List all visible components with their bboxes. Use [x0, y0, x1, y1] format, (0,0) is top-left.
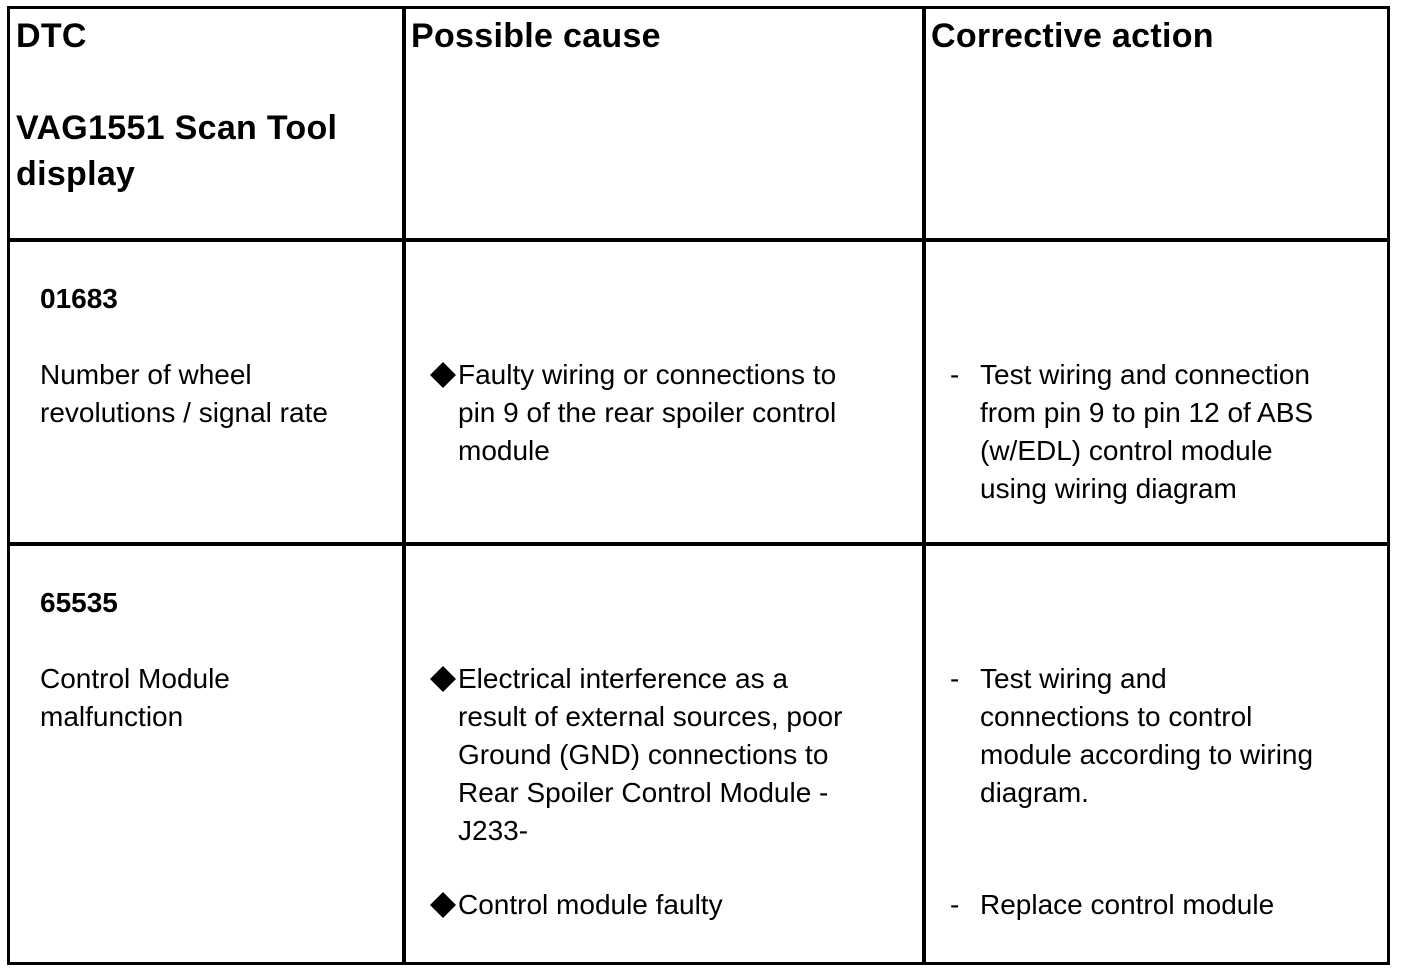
row-1-dtc: 01683 Number of wheel revolutions / sign… [40, 280, 400, 432]
row-divider [10, 238, 1387, 242]
diamond-bullet-icon [428, 660, 458, 698]
dtc-code: 01683 [40, 283, 118, 314]
row-2-dtc: 65535 Control Module malfunction [40, 584, 400, 736]
action-text: Replace control module [980, 886, 1274, 924]
cause-text-line: pin 9 of the rear spoiler control [458, 397, 837, 428]
header-possible-cause: Possible cause [411, 13, 911, 59]
action-text-line: Replace control module [980, 889, 1275, 920]
row-2-action-2: - Replace control module [946, 886, 1386, 924]
cause-text-line: Electrical interference as a [458, 663, 788, 694]
dtc-description-line: Control Module [40, 663, 230, 694]
cause-text: Faulty wiring or connections to pin 9 of… [458, 356, 836, 470]
dash-marker: - [950, 359, 960, 390]
cause-text: Electrical interference as a result of e… [458, 660, 842, 850]
dash-marker: - [950, 889, 960, 920]
action-text-line: using wiring diagram [980, 473, 1237, 504]
header-dtc-label: DTC [16, 17, 87, 55]
row-divider [10, 542, 1387, 546]
header-possible-cause-label: Possible cause [411, 17, 661, 55]
cause-text-line: result of external sources, poor [458, 701, 843, 732]
dtc-description-line: Number of wheel [40, 359, 252, 390]
action-text-line: module according to wiring [980, 739, 1314, 770]
dtc-description-line: malfunction [40, 701, 184, 732]
header-corrective-action: Corrective action [931, 13, 1381, 59]
diamond-bullet-icon [428, 356, 458, 394]
action-text: Test wiring and connections to control m… [980, 660, 1313, 812]
header-corrective-action-label: Corrective action [931, 17, 1214, 55]
column-divider [922, 9, 926, 962]
cause-text: Control module faulty [458, 886, 723, 924]
dtc-table: DTC VAG1551 Scan Tool display Possible c… [7, 6, 1390, 965]
cause-text-line: Ground (GND) connections to [458, 739, 829, 770]
dtc-code: 65535 [40, 587, 118, 618]
cause-text-line: Control module faulty [458, 889, 723, 920]
row-2-cause-2: Control module faulty [428, 886, 918, 924]
action-text-line: (w/EDL) control module [980, 435, 1273, 466]
dash-marker: - [950, 663, 960, 694]
row-1-cause-1: Faulty wiring or connections to pin 9 of… [428, 356, 918, 470]
dtc-description-line: revolutions / signal rate [40, 397, 328, 428]
header-scan-tool-label: VAG1551 Scan Tool [16, 109, 338, 147]
row-1-action-1: - Test wiring and connection from pin 9 … [946, 356, 1386, 508]
cause-text-line: Rear Spoiler Control Module - [458, 777, 829, 808]
action-text-line: diagram. [980, 777, 1089, 808]
action-text-line: Test wiring and connection [980, 359, 1310, 390]
diamond-bullet-icon [428, 886, 458, 924]
action-text: Test wiring and connection from pin 9 to… [980, 356, 1313, 508]
action-text-line: from pin 9 to pin 12 of ABS [980, 397, 1314, 428]
action-text-line: Test wiring and [980, 663, 1167, 694]
action-text-line: connections to control [980, 701, 1253, 732]
row-2-action-1: - Test wiring and connections to control… [946, 660, 1386, 812]
cause-text-line: J233- [458, 815, 529, 846]
cause-text-line: Faulty wiring or connections to [458, 359, 837, 390]
header-dtc: DTC VAG1551 Scan Tool display [16, 13, 400, 197]
row-2-cause-1: Electrical interference as a result of e… [428, 660, 918, 850]
header-display-label: display [16, 155, 136, 193]
column-divider [402, 9, 406, 962]
cause-text-line: module [458, 435, 550, 466]
